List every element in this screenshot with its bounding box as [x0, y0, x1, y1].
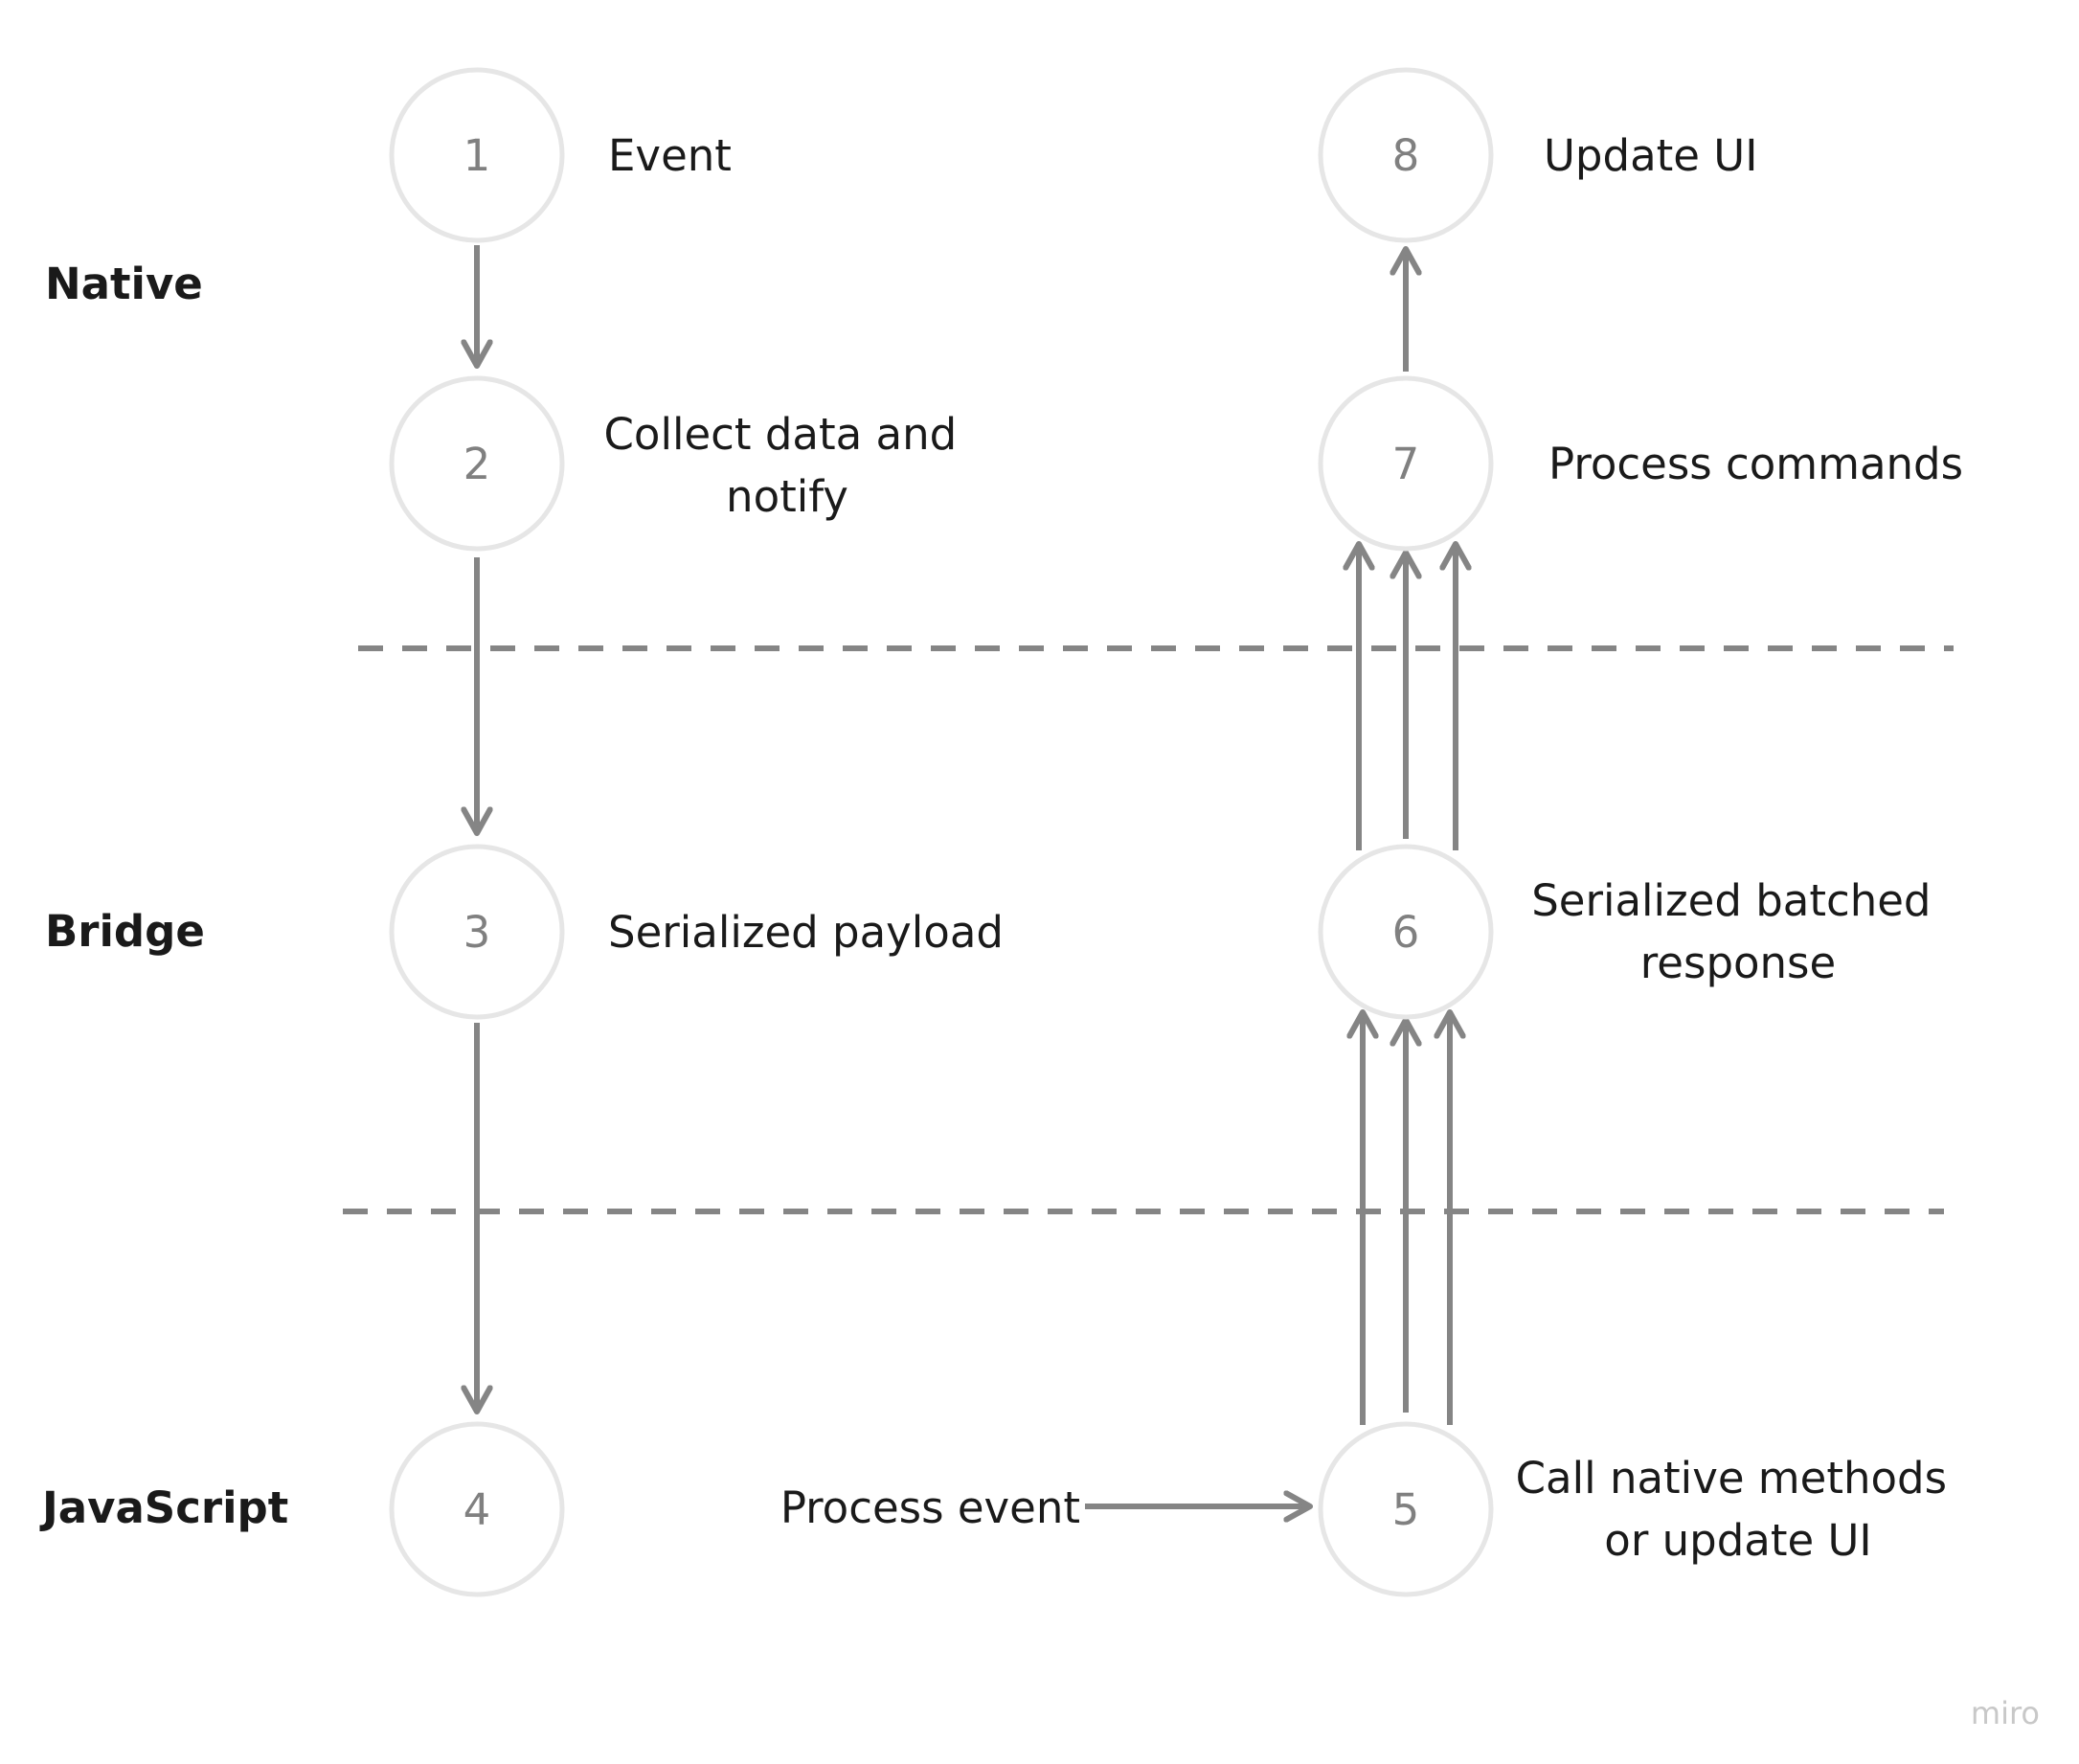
lane-label-native: Native — [45, 259, 203, 309]
process-event-label: Process event — [780, 1482, 1080, 1533]
step-node-7: 7 — [1318, 375, 1494, 552]
step-node-2: 2 — [389, 375, 565, 552]
step-number: 5 — [1392, 1484, 1420, 1535]
step-number: 7 — [1392, 439, 1420, 489]
step-node-5: 5 — [1318, 1421, 1494, 1597]
lane-label-bridge: Bridge — [45, 906, 205, 957]
step-node-4: 4 — [389, 1421, 565, 1597]
step-7-label: Process commands — [1548, 439, 1963, 489]
step-6-label: Serialized batched response — [1531, 875, 1945, 988]
step-node-8: 8 — [1318, 67, 1494, 243]
step-node-3: 3 — [389, 844, 565, 1020]
step-number: 4 — [463, 1484, 491, 1535]
step-number: 3 — [463, 907, 491, 958]
step-number: 2 — [463, 439, 491, 489]
step-2-label: Collect data and notify — [604, 409, 971, 522]
step-number: 1 — [463, 130, 491, 181]
step-number: 8 — [1392, 130, 1420, 181]
step-3-label: Serialized payload — [608, 907, 1004, 958]
step-node-6: 6 — [1318, 844, 1494, 1020]
step-5-label: Call native methods or update UI — [1516, 1453, 1961, 1566]
step-1-label: Event — [608, 130, 732, 181]
step-8-label: Update UI — [1544, 130, 1757, 181]
step-node-1: 1 — [389, 67, 565, 243]
step-number: 6 — [1392, 907, 1420, 958]
miro-watermark: miro — [1971, 1695, 2040, 1731]
lane-label-javascript: JavaScript — [39, 1482, 288, 1533]
